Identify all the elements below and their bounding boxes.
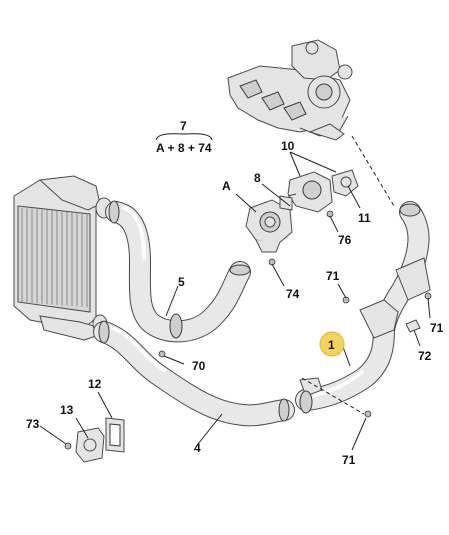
turbo-manifold-assembly bbox=[227, 39, 353, 141]
label-71-lower: 71 bbox=[342, 453, 356, 467]
throttle-body-a bbox=[245, 199, 293, 253]
intercooler bbox=[13, 175, 113, 341]
clip-72 bbox=[405, 319, 421, 333]
hose-4 bbox=[93, 320, 295, 427]
bolt-71-lower bbox=[364, 410, 372, 418]
highlight-badge bbox=[319, 331, 345, 357]
label-13: 13 bbox=[60, 403, 74, 417]
label-4: 4 bbox=[194, 441, 201, 455]
valve-assembly-10 bbox=[279, 169, 359, 213]
label-74: 74 bbox=[286, 287, 300, 301]
label-8: 8 bbox=[254, 171, 261, 185]
callout-labels: 1 4 5 7 A + 8 + 74 8 10 11 12 13 A 70 71… bbox=[26, 119, 444, 467]
label-7: 7 bbox=[180, 119, 187, 133]
label-11: 11 bbox=[358, 211, 371, 225]
label-73: 73 bbox=[26, 417, 40, 431]
fasteners bbox=[158, 193, 432, 418]
label-10: 10 bbox=[281, 139, 295, 153]
label-71-right: 71 bbox=[430, 321, 444, 335]
label-71-upper: 71 bbox=[326, 269, 340, 283]
label-76: 76 bbox=[338, 233, 352, 247]
pipe-1 bbox=[295, 201, 431, 414]
label-12: 12 bbox=[88, 377, 102, 391]
hose-5 bbox=[105, 200, 251, 343]
label-a: A bbox=[222, 179, 231, 193]
label-70: 70 bbox=[192, 359, 206, 373]
label-72: 72 bbox=[418, 349, 432, 363]
label-5: 5 bbox=[178, 275, 185, 289]
bracket-assembly bbox=[64, 417, 125, 463]
leader-lines bbox=[39, 133, 431, 451]
label-1: 1 bbox=[328, 338, 335, 352]
gasket-8 bbox=[287, 193, 297, 197]
bolt-70 bbox=[158, 350, 166, 358]
label-7-formula: A + 8 + 74 bbox=[156, 141, 212, 155]
